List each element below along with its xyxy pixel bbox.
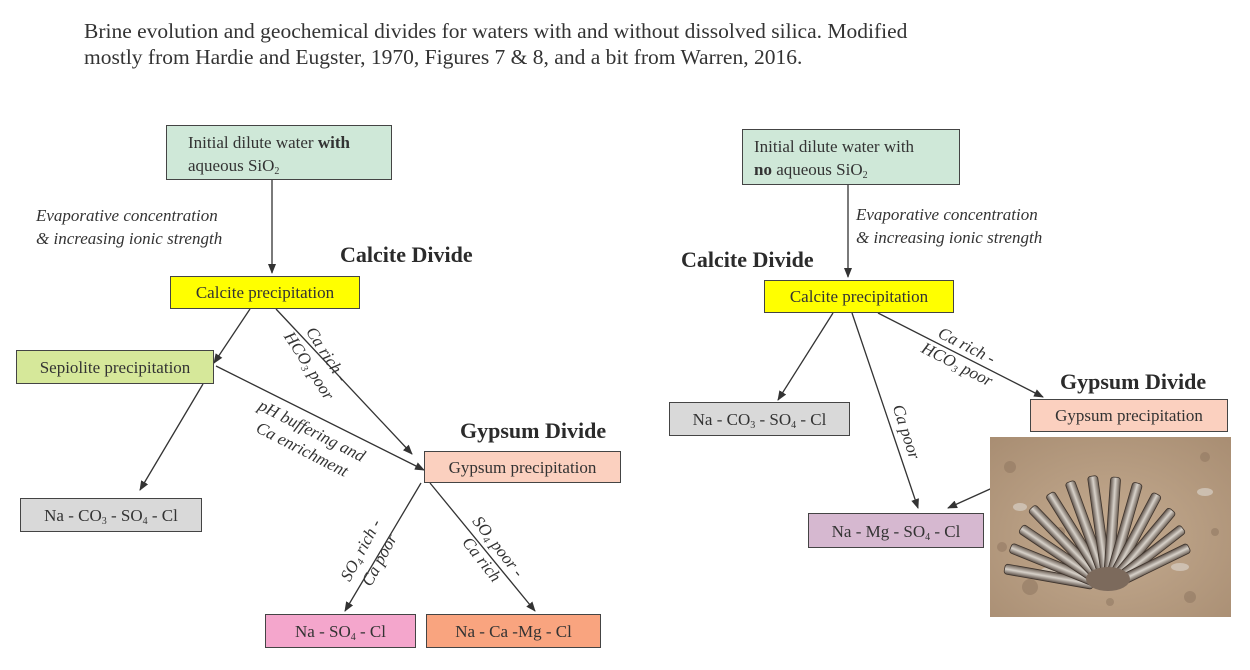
left-na-co3-so4-cl-box: Na - CO3 - SO4 - Cl [20, 498, 202, 532]
right-naco3-s1: 3 [750, 420, 756, 431]
right-naco3-p1: Na - CO [692, 410, 751, 429]
arrow-left-gypsum-to-naso4 [344, 482, 422, 612]
right-namg-p2: - Cl [930, 522, 961, 541]
left-sepiolite-box: Sepiolite precipitation [16, 350, 214, 384]
left-initial-bold: with [317, 133, 350, 152]
right-gypsum-divide-title: Gypsum Divide [1060, 369, 1207, 394]
figure-caption: Brine evolution and geochemical divides … [84, 18, 1164, 70]
left-naco3-s2: 4 [142, 516, 148, 527]
left-initial-sub: 2 [274, 166, 280, 177]
right-initial-line1: Initial dilute water with [754, 137, 915, 156]
left-naso4-p2: - Cl [355, 622, 386, 641]
left-initial-line2: aqueous SiO [188, 156, 275, 175]
right-evaporative-label: Evaporative concentration & increasing i… [856, 203, 1042, 249]
gypsum-crystal-photo [990, 437, 1231, 617]
left-na-so4-cl-box: Na - SO4 - Cl [265, 614, 416, 648]
left-initial-water-box: Initial dilute water with aqueous SiO2 [166, 125, 392, 180]
gypsum-crystal-illustration [990, 437, 1231, 617]
left-initial-prefix: Initial dilute water [188, 133, 318, 152]
left-naco3-p1: Na - CO [44, 506, 102, 525]
arrow-right-calcite-to-naco3 [777, 312, 834, 401]
arrow-left-sepiolite-to-gypsum [215, 365, 425, 471]
right-initial-sub: 2 [862, 170, 868, 181]
left-naco3-s1: 3 [101, 516, 107, 527]
right-na-co3-so4-cl-box: Na - CO3 - SO4 - Cl [669, 402, 850, 436]
right-na-mg-so4-cl-box: Na - Mg - SO4 - Cl [808, 513, 984, 548]
left-naco3-p3: - Cl [147, 506, 178, 525]
arrow-left-gypsum-to-nacamg [429, 482, 536, 612]
right-namg-p1: Na - Mg - SO [831, 522, 926, 541]
caption-line-1: Brine evolution and geochemical divides … [84, 19, 908, 43]
left-calcite-divide-title: Calcite Divide [340, 242, 473, 267]
right-initial-bold: no [754, 160, 772, 179]
arrow-left-calcite-to-gypsum [275, 308, 413, 455]
left-naso4-p1: Na - SO [295, 622, 351, 641]
left-gypsum-box: Gypsum precipitation [424, 451, 621, 483]
right-calcite-box: Calcite precipitation [764, 280, 954, 313]
right-evap-line1: Evaporative concentration [856, 205, 1038, 224]
caption-line-2: mostly from Hardie and Eugster, 1970, Fi… [84, 45, 803, 69]
left-na-ca-mg-cl-box: Na - Ca -Mg - Cl [426, 614, 601, 648]
arrow-left-sepiolite-to-naco3 [139, 383, 204, 491]
arrow-right-calcite-to-namg [851, 312, 919, 509]
right-naco3-p3: - Cl [796, 410, 827, 429]
right-naco3-p2: - SO [755, 410, 792, 429]
left-evaporative-label: Evaporative concentration & increasing i… [36, 204, 222, 250]
left-evap-line2: & increasing ionic strength [36, 229, 223, 248]
left-calcite-box: Calcite precipitation [170, 276, 360, 309]
right-calcite-divide-title: Calcite Divide [681, 247, 814, 272]
right-naco3-s2: 4 [791, 420, 797, 431]
arrow-right-calcite-to-gypsum [877, 312, 1044, 398]
left-naso4-s1: 4 [350, 632, 356, 643]
right-namg-s1: 4 [925, 532, 931, 543]
left-naco3-p2: - SO [106, 506, 143, 525]
right-initial-rest: aqueous SiO [771, 160, 863, 179]
arrow-left-calcite-to-sepiolite [213, 308, 251, 364]
left-evap-line1: Evaporative concentration [36, 206, 218, 225]
right-evap-line2: & increasing ionic strength [856, 228, 1043, 247]
right-gypsum-box: Gypsum precipitation [1030, 399, 1228, 432]
left-gypsum-divide-title: Gypsum Divide [460, 418, 607, 443]
right-initial-water-box: Initial dilute water with no aqueous SiO… [742, 129, 960, 185]
